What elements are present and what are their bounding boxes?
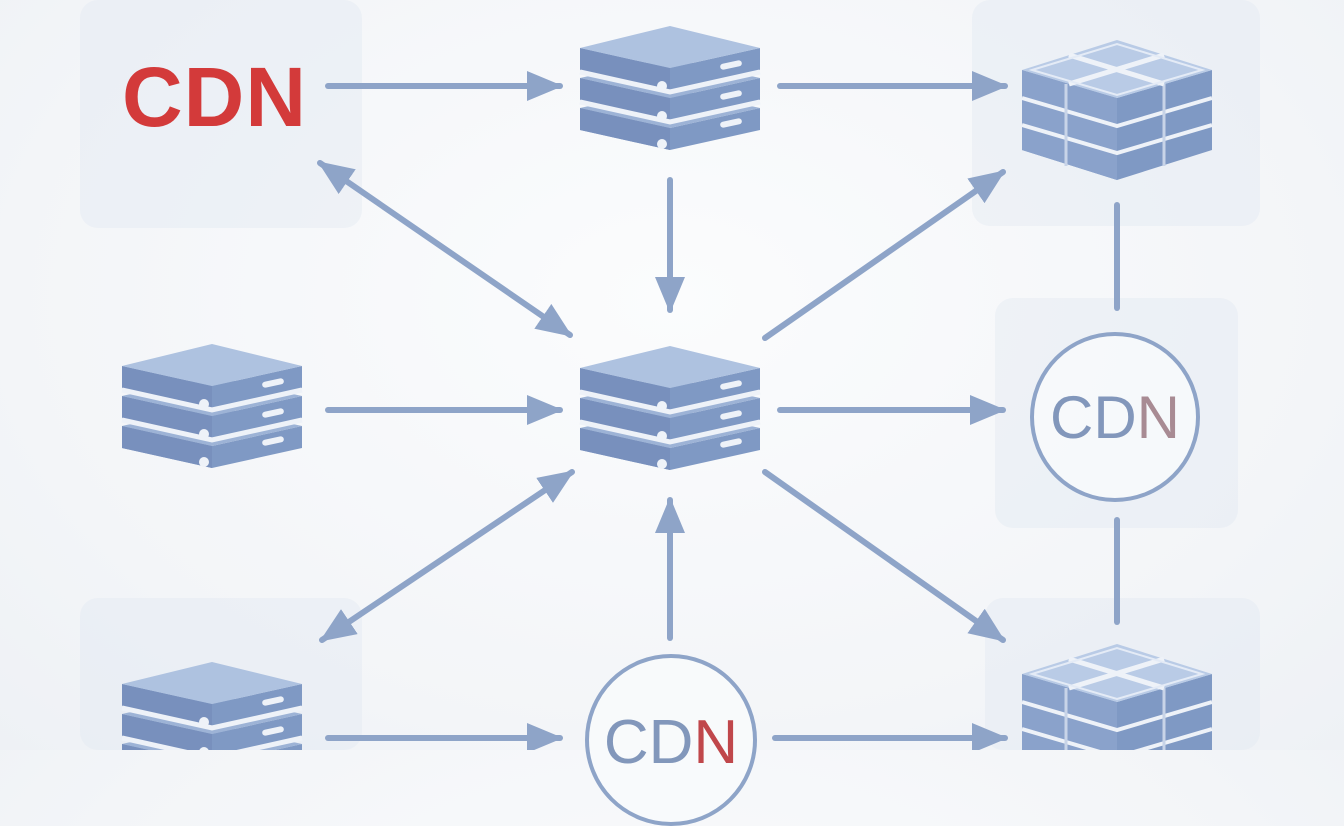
- cdn-node-bottom-suffix: N: [693, 708, 739, 777]
- edge-title-server-center: [317, 160, 573, 338]
- server-bottom-icon: [122, 662, 302, 750]
- storage-block-top-icon: [1022, 40, 1212, 180]
- cdn-node-bottom: CDN: [585, 654, 757, 826]
- edge-server-center-server-bottom: [319, 469, 575, 643]
- cdn-node-bottom-label: CDN: [589, 712, 753, 774]
- edge-server-center-to-block-bottom: [762, 469, 1006, 643]
- network-diagram: [0, 0, 1344, 750]
- storage-block-bottom-icon: [1022, 644, 1212, 750]
- panel-top-left: [80, 0, 362, 228]
- cdn-node-right: CDN: [1030, 332, 1200, 502]
- edge-server-center-to-block-top: [762, 169, 1006, 341]
- cdn-title: CDN: [122, 50, 307, 144]
- cdn-node-right-label: CDN: [1034, 388, 1196, 448]
- cdn-node-bottom-prefix: CD: [603, 708, 694, 777]
- server-top-icon: [580, 26, 760, 150]
- server-left-icon: [122, 344, 302, 468]
- server-center-icon: [580, 346, 760, 470]
- connectors: [317, 71, 1120, 750]
- cdn-node-right-suffix: N: [1136, 384, 1180, 451]
- cdn-node-right-prefix: CD: [1049, 384, 1137, 451]
